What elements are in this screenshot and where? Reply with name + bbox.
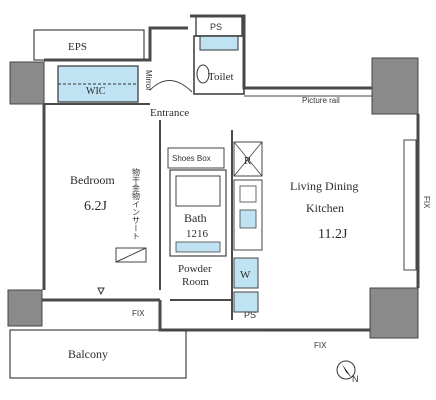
powder-sink [233, 291, 259, 313]
bath-label: Bath [184, 211, 207, 225]
inner-walls [44, 103, 233, 320]
living-label: Living Dining [290, 179, 358, 193]
balcony-label: Balcony [68, 347, 108, 361]
balcony: Balcony [9, 329, 187, 379]
toilet-label: Toilet [208, 71, 234, 83]
shoes-box: Shoes Box [167, 147, 225, 169]
eps-label: EPS [68, 41, 87, 53]
bedroom-label: Bedroom [70, 173, 115, 187]
bathroom: Bath 1216 [169, 169, 227, 257]
powder-label: Powder [178, 263, 212, 275]
bedroom: Bedroom 6.2J 物干金物インサート FIX [70, 167, 147, 318]
washer-pan [233, 257, 259, 289]
structural-columns [7, 57, 419, 339]
fix-balcony-label: FIX [132, 309, 145, 318]
wic-label: WIC [86, 86, 106, 97]
kitchen-fixtures: R [233, 141, 263, 251]
mirror-label: Mirror [144, 70, 153, 91]
window-right [403, 139, 417, 271]
toilet-sink [199, 35, 239, 51]
powder-room-label: Room [182, 276, 209, 288]
entrance-area: Entrance Picture rail [149, 80, 372, 119]
living-dining-kitchen: Living Dining Kitchen 11.2J FIX FIX [262, 139, 431, 350]
kitchen-sink [239, 209, 257, 229]
refrigerator-label: R [244, 155, 252, 167]
living-size: 11.2J [318, 227, 348, 242]
powder-room: Powder Room W PS [178, 257, 259, 320]
ps-top-label: PS [210, 22, 222, 32]
walk-in-closet: WIC Mirror [57, 65, 153, 103]
north-arrow-icon [342, 364, 352, 378]
kitchen-label: Kitchen [306, 201, 344, 215]
toilet-room: PS Toilet [193, 15, 245, 95]
bedroom-note: 物干金物インサート [132, 167, 141, 240]
shoes-box-label: Shoes Box [172, 154, 211, 163]
bedroom-size: 6.2J [84, 199, 108, 214]
north-arrow: N [336, 360, 359, 384]
picture-rail-label: Picture rail [302, 96, 340, 105]
toilet-bowl [196, 64, 210, 84]
ps-bottom-label: PS [244, 310, 256, 320]
entrance-label: Entrance [150, 107, 189, 119]
eps-area: EPS [33, 29, 145, 61]
bath-size: 1216 [186, 228, 209, 240]
washer-label: W [240, 269, 251, 281]
stove-burner [239, 185, 257, 203]
fix-bottom-label: FIX [314, 341, 327, 350]
fix-right-label: FIX [422, 196, 431, 209]
north-label: N [352, 374, 359, 384]
